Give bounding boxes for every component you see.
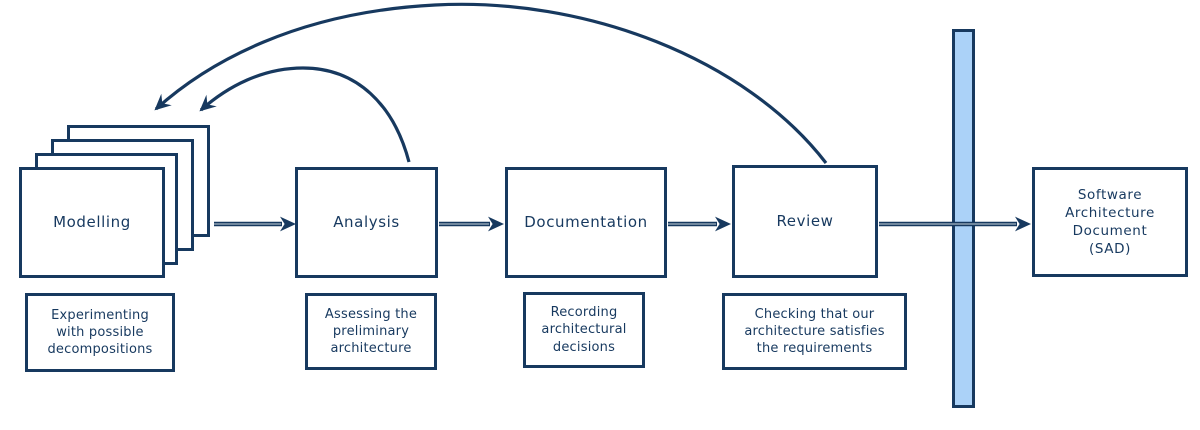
stage-box-documentation: Documentation bbox=[505, 167, 667, 278]
stage-label-review: Review bbox=[776, 212, 834, 231]
stage-label-documentation: Documentation bbox=[524, 213, 648, 232]
caption-box-documentation: Recording architectural decisions bbox=[523, 292, 645, 368]
flow-arrow-modelling-to-analysis bbox=[214, 216, 296, 232]
stage-label-modelling: Modelling bbox=[53, 213, 131, 232]
caption-text-documentation: Recording architectural decisions bbox=[541, 305, 627, 355]
stage-label-analysis: Analysis bbox=[333, 213, 400, 232]
stage-box-analysis: Analysis bbox=[295, 167, 438, 278]
flow-arrow-documentation-to-review bbox=[668, 216, 731, 232]
feedback-arrow-analysis-to-modelling bbox=[199, 66, 411, 163]
stage-box-modelling: Modelling bbox=[19, 167, 165, 278]
output-label-sad: Software Architecture Document (SAD) bbox=[1065, 186, 1155, 258]
review-gate-bar bbox=[952, 29, 975, 408]
caption-text-modelling: Experimenting with possible decompositio… bbox=[47, 307, 153, 358]
caption-box-review: Checking that our architecture satisfies… bbox=[722, 293, 907, 370]
flow-arrow-analysis-to-documentation bbox=[439, 216, 504, 232]
stage-box-review: Review bbox=[732, 165, 878, 278]
caption-box-modelling: Experimenting with possible decompositio… bbox=[25, 293, 175, 372]
caption-box-analysis: Assessing the preliminary architecture bbox=[305, 293, 437, 370]
caption-text-review: Checking that our architecture satisfies… bbox=[744, 306, 885, 357]
feedback-arrow-review-to-modelling bbox=[154, 2, 828, 164]
caption-text-analysis: Assessing the preliminary architecture bbox=[324, 306, 418, 357]
output-box-sad: Software Architecture Document (SAD) bbox=[1032, 167, 1188, 277]
